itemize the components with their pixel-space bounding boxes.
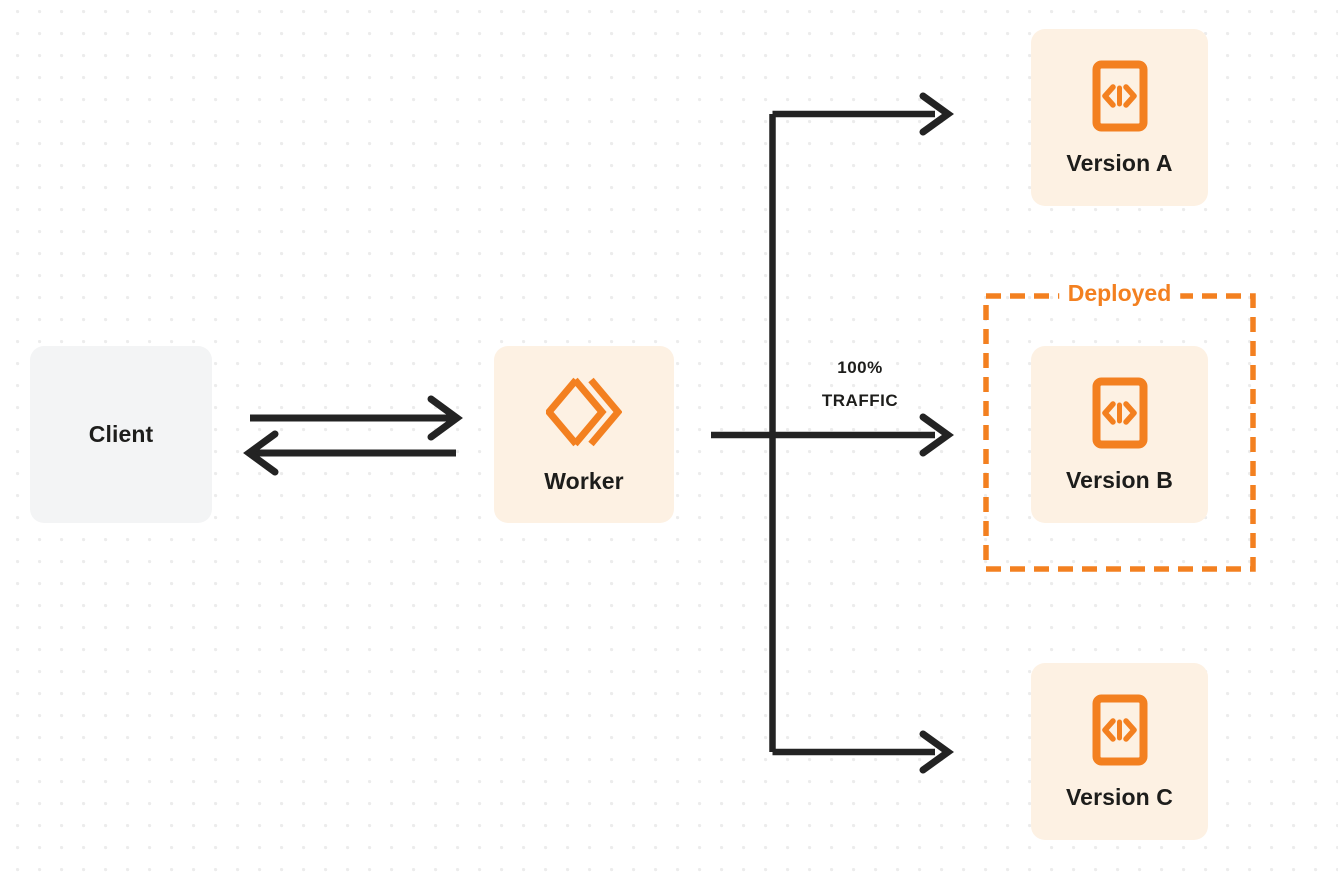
edge-worker-to-version-a (772, 92, 954, 136)
node-worker-label: Worker (544, 468, 624, 494)
node-client[interactable]: Client (30, 346, 212, 523)
edge-client-to-worker (250, 395, 463, 441)
traffic-unit: TRAFFIC (821, 391, 899, 411)
group-deployed-label: Deployed (1058, 281, 1181, 305)
node-worker[interactable]: Worker (494, 346, 674, 523)
code-file-icon (1092, 60, 1148, 132)
edge-worker-to-version-c (772, 730, 954, 774)
node-version-c-label: Version C (1066, 784, 1173, 810)
code-file-icon (1092, 694, 1148, 766)
cloudflare-workers-icon (544, 376, 623, 448)
node-version-b[interactable]: Version B (1031, 346, 1208, 523)
code-file-icon (1092, 377, 1148, 449)
node-version-b-label: Version B (1066, 467, 1173, 493)
node-version-c[interactable]: Version C (1031, 663, 1208, 840)
node-version-a-label: Version A (1066, 150, 1173, 176)
edge-label-traffic: 100% TRAFFIC (790, 351, 930, 417)
traffic-percent: 100% (837, 358, 883, 377)
group-deployed: Deployed Version B (983, 281, 1256, 572)
node-version-a[interactable]: Version A (1031, 29, 1208, 206)
edge-worker-to-client (243, 430, 456, 476)
node-client-label: Client (88, 421, 154, 447)
edge-worker-to-version-b (711, 413, 954, 457)
